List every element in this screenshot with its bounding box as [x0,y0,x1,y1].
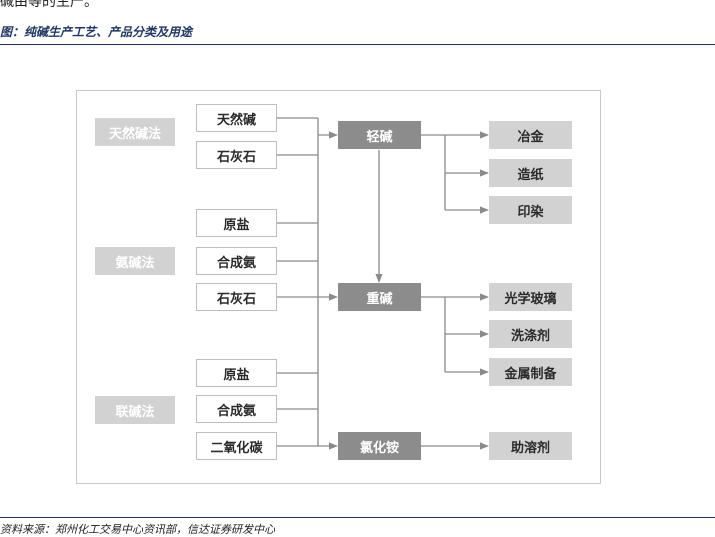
use-metal-preparation: 金属制备 [489,358,572,386]
raw-synthetic-ammonia: 合成氨 [196,395,277,423]
use-metallurgy: 冶金 [489,121,572,149]
raw-natural-soda: 天然碱 [196,104,277,132]
method-ammonia-soda: 氨碱法 [95,247,175,275]
product-light-soda: 轻碱 [338,121,421,149]
use-optical-glass: 光学玻璃 [489,283,572,311]
top-text: 碱由等的生产。 [0,0,98,10]
use-flux: 助溶剂 [489,432,572,460]
source-note: 资料来源：郑州化工交易中心资讯部，信达证券研发中心 [0,523,275,536]
raw-salt: 原盐 [196,359,277,387]
method-combined-soda: 联碱法 [95,396,175,424]
raw-limestone: 石灰石 [196,141,277,169]
top-rule [0,44,715,45]
figure-title: 图：纯碱生产工艺、产品分类及用途 [0,25,193,39]
use-papermaking: 造纸 [489,159,572,187]
method-natural-soda: 天然碱法 [95,118,175,146]
raw-salt: 原盐 [196,209,277,237]
raw-synthetic-ammonia: 合成氨 [196,247,277,275]
use-dyeing: 印染 [489,196,572,224]
product-heavy-soda: 重碱 [338,283,421,311]
use-detergent: 洗涤剂 [489,320,572,348]
raw-limestone: 石灰石 [196,283,277,311]
bottom-rule [0,517,715,518]
raw-carbon-dioxide: 二氧化碳 [196,432,277,460]
product-ammonium-chloride: 氯化铵 [338,432,421,460]
